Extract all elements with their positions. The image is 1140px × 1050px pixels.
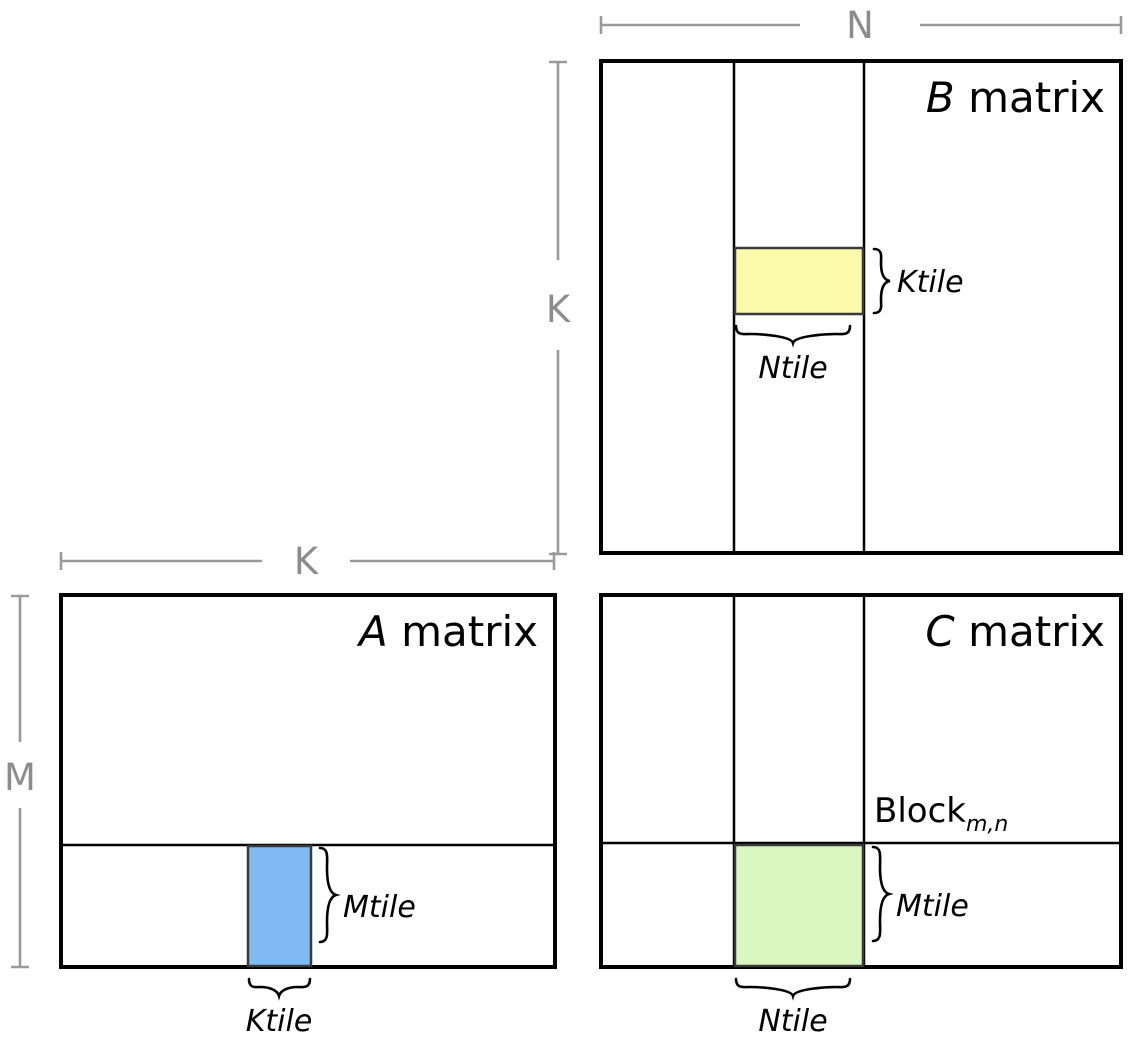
c-matrix-title-rest: matrix [955,607,1105,656]
a-matrix-ktile-tile [246,844,313,968]
b-matrix-ntile-label: Ntile [758,351,827,386]
a-matrix-mtile-brace [318,846,341,944]
a-matrix-mtile-brace-group: Mtile [318,846,416,944]
dimension-k-vertical: K [546,60,572,556]
a-matrix-title: A matrix [356,607,538,656]
dimension-k-horizontal: K [59,540,556,583]
b-matrix-title-rest: matrix [955,73,1105,122]
c-matrix-block-tile [733,843,865,968]
a-matrix-title-symbol: A [356,607,388,656]
a-matrix-ktile-brace [247,977,312,1001]
c-matrix: C matrix Blockm,n [599,593,1123,969]
dimension-k-vertical-label: K [546,288,572,331]
c-matrix-ntile-label: Ntile [758,1004,827,1039]
a-matrix-ktile-label: Ktile [246,1004,313,1039]
b-matrix-ktile-brace [872,247,891,315]
b-matrix-ktile-label: Ktile [897,265,964,300]
a-matrix-title-rest: matrix [388,607,538,656]
c-matrix-title-symbol: C [925,607,955,656]
dimension-m: M [4,594,36,969]
b-matrix-ntile-brace-group: Ntile [734,324,852,386]
c-matrix-title: C matrix [925,607,1105,656]
a-matrix-ktile-brace-group: Ktile [246,977,313,1039]
c-matrix-mtile-label: Mtile [896,889,969,924]
dimension-n-label: N [846,4,874,47]
b-matrix-ntile-brace [734,324,852,348]
c-matrix-ntile-brace [734,977,852,1001]
b-matrix-ktile-brace-group: Ktile [872,247,964,315]
a-matrix-mtile-label: Mtile [343,890,416,925]
dimension-m-label: M [4,756,36,799]
b-matrix-title: B matrix [926,73,1105,122]
dimension-n: N [599,4,1123,47]
b-matrix-ktile-tile [733,246,865,316]
c-matrix-block-label: Blockm,n [874,791,1008,837]
a-matrix: A matrix [59,593,557,969]
c-matrix-block-label-subscript: m,n [966,812,1008,837]
b-matrix: B matrix [599,59,1123,555]
dimension-k-horizontal-label: K [294,540,320,583]
c-matrix-mtile-brace-group: Mtile [871,845,969,943]
c-matrix-ntile-brace-group: Ntile [734,977,852,1039]
c-matrix-block-label-base: Block [874,791,966,831]
b-matrix-title-symbol: B [926,73,955,122]
c-matrix-mtile-brace [871,845,894,943]
